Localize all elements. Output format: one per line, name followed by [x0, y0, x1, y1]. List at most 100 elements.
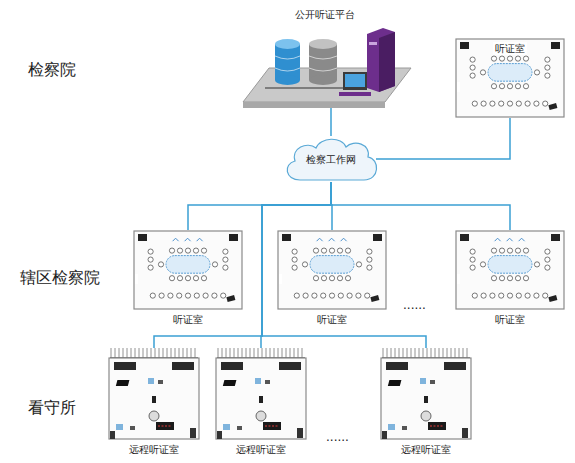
- speaker-symbol: [424, 396, 428, 403]
- chair-symbol: [516, 101, 521, 106]
- chair-symbol: [499, 276, 504, 281]
- room-illustration: [455, 230, 565, 310]
- room-outline: [456, 39, 564, 117]
- monitor-icon: [339, 72, 371, 96]
- camera-symbol: [265, 380, 270, 384]
- chair-symbol: [515, 248, 520, 253]
- screen-symbol: [551, 234, 560, 241]
- speaker-symbol: [152, 396, 156, 403]
- network-link: [262, 182, 426, 348]
- speaker-symbol: [259, 396, 263, 403]
- microphone-symbol: [519, 238, 525, 241]
- database-cylinder: [309, 39, 337, 85]
- terminal-device: [388, 380, 402, 386]
- chair-symbol: [201, 276, 206, 281]
- chair-symbol: [472, 101, 477, 106]
- chair-symbol: [516, 293, 521, 298]
- chair-symbol: [223, 249, 228, 254]
- room-outline: [134, 231, 242, 309]
- chair-symbol: [481, 101, 486, 106]
- conference-table: [166, 256, 210, 274]
- remote-illustration: [108, 348, 200, 440]
- node-label: 听证室: [493, 313, 527, 326]
- network-link: [331, 182, 510, 230]
- indicator-leds: [430, 426, 444, 427]
- seating: [148, 238, 228, 298]
- chair-symbol: [470, 257, 475, 262]
- chair-symbol: [470, 265, 475, 270]
- camera-symbol: [548, 295, 557, 302]
- screen-symbol: [373, 234, 382, 241]
- control-panel: [156, 422, 174, 430]
- chair-symbol: [185, 293, 190, 298]
- room-illustration: [277, 230, 387, 310]
- chair-symbol: [481, 293, 486, 298]
- window-bars: [217, 348, 305, 358]
- screen-symbol: [460, 234, 469, 241]
- chair-symbol: [367, 249, 372, 254]
- chair-symbol: [203, 293, 208, 298]
- chair-symbol: [543, 101, 548, 106]
- microphone-symbol: [185, 238, 191, 241]
- node-label: 远程听证室: [399, 443, 453, 456]
- seat-symbol: [256, 411, 266, 421]
- corner-block: [110, 431, 115, 439]
- room-outline: [216, 358, 306, 439]
- chair-symbol: [302, 262, 307, 267]
- network-cloud: 检察工作网: [282, 136, 380, 182]
- chair-symbol: [499, 84, 504, 89]
- chair-symbol: [507, 84, 512, 89]
- chair-symbol: [491, 56, 496, 61]
- chair-symbol: [321, 276, 326, 281]
- ellipsis-mark: ......: [403, 298, 426, 312]
- chair-symbol: [507, 56, 512, 61]
- chair-symbol: [303, 293, 308, 298]
- chair-symbol: [194, 293, 199, 298]
- level-label: 辖区检察院: [20, 268, 100, 289]
- chair-symbol: [337, 276, 342, 281]
- room-node: 听证室: [277, 230, 387, 326]
- chair-symbol: [177, 276, 182, 281]
- chair-symbol: [545, 257, 550, 262]
- camera-symbol: [388, 424, 395, 430]
- chair-symbol: [543, 293, 548, 298]
- conference-table: [488, 64, 532, 82]
- door-gap: [457, 82, 460, 92]
- cloud-shape: [287, 139, 376, 180]
- chair-symbol: [507, 101, 512, 106]
- camera-symbol: [223, 424, 230, 430]
- chair-symbol: [158, 262, 163, 267]
- chair-symbol: [313, 276, 318, 281]
- chair-symbol: [148, 257, 153, 262]
- chair-symbol: [480, 262, 485, 267]
- seating: [470, 238, 550, 298]
- platform-illustration: [232, 28, 418, 108]
- camera-symbol: [237, 426, 242, 430]
- room-outline: [381, 358, 471, 439]
- node-label: 远程听证室: [127, 443, 181, 456]
- chair-symbol: [212, 293, 217, 298]
- camera-symbol: [148, 378, 154, 384]
- screen-symbol: [172, 362, 194, 370]
- screen-symbol: [551, 42, 560, 49]
- chair-symbol: [193, 276, 198, 281]
- chair-symbol: [515, 84, 520, 89]
- chair-symbol: [312, 293, 317, 298]
- window-bars: [110, 348, 198, 358]
- conference-table: [310, 256, 354, 274]
- microphone-symbol: [329, 238, 335, 241]
- corner-block: [297, 428, 303, 438]
- microphone-symbol: [317, 238, 323, 241]
- remote-room-node: 远程听证室: [380, 348, 472, 456]
- chair-symbol: [193, 248, 198, 253]
- control-panel: [263, 422, 281, 430]
- chair-symbol: [515, 276, 520, 281]
- screen-symbol: [460, 42, 469, 49]
- room-outline: [278, 231, 386, 309]
- chair-symbol: [148, 249, 153, 254]
- chair-symbol: [185, 276, 190, 281]
- chair-symbol: [470, 57, 475, 62]
- chair-symbol: [545, 73, 550, 78]
- chair-symbol: [470, 65, 475, 70]
- screen-symbol: [279, 362, 301, 370]
